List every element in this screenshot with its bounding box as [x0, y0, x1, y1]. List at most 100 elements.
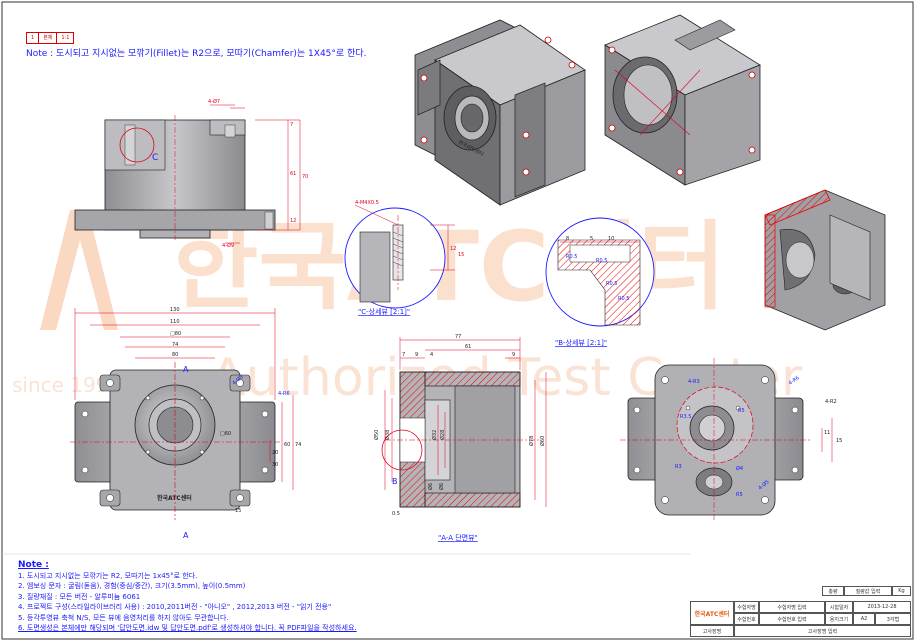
svg-text:61: 61: [290, 171, 296, 177]
exam-date-value: 2013-12-28: [853, 601, 911, 613]
detail-b-caption: "B-상세뷰 [2:1]": [555, 338, 607, 347]
side-view: 4-R6 4-R2 4-R3 R3.5 R5 R3 Ø4 R5 4-Ø5 15 …: [620, 358, 842, 522]
projection-method: 3각법: [875, 613, 911, 625]
svg-text:R0.5: R0.5: [606, 281, 617, 287]
svg-text:74: 74: [295, 442, 301, 448]
note-item: 1. 도시되고 지시없는 모깎기는 R2, 모따기는 1x45°로 한다.: [18, 571, 198, 580]
svg-text:Ø6: Ø6: [427, 483, 434, 490]
svg-text:Ø60: Ø60: [539, 436, 546, 446]
svg-text:30: 30: [272, 462, 278, 468]
svg-text:Ø32: Ø32: [431, 430, 438, 440]
exam-site-label: 고사장명: [690, 625, 734, 637]
svg-text:60: 60: [284, 442, 290, 448]
mass-box: 총량 질량값 입력 Kg: [822, 586, 911, 596]
svg-text:R5: R5: [738, 408, 745, 414]
part-name: 본체: [39, 33, 58, 43]
svg-text:4-R2: 4-R2: [825, 399, 837, 405]
top-view: 한국ATC센터 A A 130 110 □80 74 80 4-Ø8 4-R6 …: [70, 307, 301, 540]
svg-text:4: 4: [430, 352, 433, 358]
svg-text:Ø4: Ø4: [736, 465, 743, 472]
title-logo: 한국ATC센터: [690, 601, 734, 625]
examinee-name-label: 수험자명: [734, 601, 759, 613]
section-label-a-top: A: [183, 365, 189, 374]
svg-text:70: 70: [302, 174, 308, 180]
label-b: B: [392, 477, 398, 486]
svg-text:0.5: 0.5: [392, 511, 400, 517]
section-view: B 77 61 7 9 4 9 Ø50 Ø38 Ø32 Ø28 Ø78 Ø60 …: [373, 334, 547, 542]
svg-text:80: 80: [172, 352, 178, 358]
svg-text:4-R3: 4-R3: [688, 379, 700, 385]
note-item: 5. 등각투영뷰 축척 N/S, 모든 뷰에 음영처리를 하지 않아도 무관합니…: [18, 613, 229, 622]
exam-site-value: 고사장명 입력: [734, 625, 911, 637]
section-caption: "A-A 단면뷰": [438, 533, 478, 542]
top-part-marking: 한국ATC센터: [157, 494, 192, 502]
mass-unit: Kg: [892, 586, 911, 596]
detail-c-caption: "C-상세뷰 [2:1]": [358, 307, 410, 316]
svg-text:10: 10: [608, 236, 614, 242]
note-item: 3. 질량재질 : 모든 버전 - 알루미늄 6061: [18, 592, 141, 601]
part-scale: 1:1: [61, 35, 70, 41]
svg-text:8: 8: [566, 236, 569, 242]
svg-text:15: 15: [235, 508, 241, 514]
examinee-name-value: 수험자명 입력: [759, 601, 825, 613]
svg-text:R3: R3: [675, 464, 682, 470]
label-c: C: [152, 153, 158, 163]
svg-text:12: 12: [290, 218, 296, 224]
svg-text:15: 15: [458, 252, 464, 258]
svg-text:4-Ø7: 4-Ø7: [208, 98, 220, 105]
paper-size-value: A2: [853, 613, 875, 625]
svg-text:Ø28: Ø28: [439, 430, 446, 440]
svg-text:130: 130: [170, 307, 180, 313]
svg-text:R3.5: R3.5: [680, 414, 691, 420]
svg-text:Ø78: Ø78: [528, 436, 535, 446]
svg-text:7: 7: [290, 122, 293, 128]
iso-view-back: [604, 14, 761, 186]
svg-text:Ø50: Ø50: [373, 430, 380, 440]
part-number: 1: [27, 33, 40, 43]
svg-text:74: 74: [172, 342, 178, 348]
svg-text:12: 12: [450, 246, 456, 252]
mass-label: 총량: [822, 586, 844, 596]
svg-text:4-Ø9: 4-Ø9: [222, 242, 234, 249]
watermark-logo-mark: [40, 210, 118, 330]
iso-section-view: [764, 189, 886, 331]
svg-text:15: 15: [836, 438, 842, 444]
svg-text:7: 7: [402, 352, 405, 358]
svg-text:4-R6: 4-R6: [788, 375, 801, 387]
svg-text:61: 61: [465, 344, 471, 350]
svg-text:11: 11: [824, 430, 830, 436]
svg-text:Ø6: Ø6: [438, 483, 445, 490]
svg-text:110: 110: [170, 319, 180, 325]
note-item: 4. 프로젝트 구성(스타일라이브러리 사용) : 2010,2011버전 - …: [18, 603, 332, 611]
iso-view-front: 한국ATC센터: [414, 19, 586, 206]
svg-text:20: 20: [272, 450, 278, 456]
exam-number-label: 수험번호: [734, 613, 759, 625]
svg-text:4-R6: 4-R6: [278, 391, 290, 397]
exam-number-value: 수험번호 입력: [759, 613, 825, 625]
section-label-a-bottom: A: [183, 531, 189, 540]
svg-text:5: 5: [590, 236, 593, 242]
title-block: 한국ATC센터 수험자명 수험자명 입력 시험일자 2013-12-28 수험번…: [690, 601, 911, 637]
svg-text:R0.5: R0.5: [596, 258, 607, 264]
notes-heading: Note :: [18, 560, 49, 570]
detail-c-view: 4-M4X0.5 12 15 "C-상세뷰 [2:1]": [344, 200, 464, 316]
svg-text:R5: R5: [736, 492, 743, 498]
svg-text:77: 77: [455, 334, 461, 340]
mass-value: 질량값 입력: [844, 586, 892, 596]
svg-text:R0.5: R0.5: [566, 254, 577, 260]
svg-text:9: 9: [415, 352, 418, 358]
notes-block: Note : 1. 도시되고 지시없는 모깎기는 R2, 모따기는 1x45°로…: [18, 560, 357, 634]
front-view: C 4-Ø7 4-Ø9 7 61 70 12: [74, 98, 308, 249]
svg-text:4-M4X0.5: 4-M4X0.5: [355, 200, 379, 206]
top-note: Note : 도시되고 지시없는 모깎기(Fillet)는 R2으로, 모따기(…: [26, 49, 367, 59]
note-item: 6. 도면생성은 본체에만 해당되며 '답안도면.idw 및 답안도면.pdf'…: [18, 624, 357, 632]
svg-text:Ø38: Ø38: [384, 430, 391, 440]
detail-b-view: 8 5 10 R0.5 R0.5 R0.5 R0.5 "B-상세뷰 [2:1]": [545, 217, 655, 347]
svg-text:□80: □80: [170, 331, 181, 337]
exam-date-label: 시험일자: [825, 601, 853, 613]
svg-text:□60: □60: [220, 431, 231, 437]
paper-size-label: 용지크기: [825, 613, 853, 625]
svg-text:R0.5: R0.5: [618, 296, 629, 302]
